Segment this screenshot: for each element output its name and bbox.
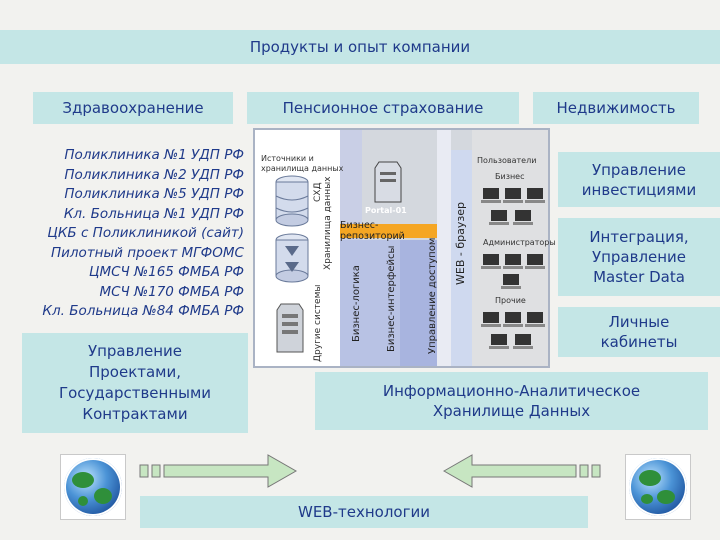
business-repository-bar: Бизнес-репозиторий	[340, 220, 437, 242]
box-line: Государственными	[58, 384, 212, 402]
box-line: Управление	[591, 248, 687, 266]
portal-server-icon	[374, 161, 402, 203]
box-line: Управление	[87, 342, 183, 360]
analytics-warehouse-box: Информационно-Аналитическое Хранилище Да…	[315, 372, 708, 430]
column-label: Бизнес-логика	[351, 265, 362, 342]
list-item: ЦКБ с Поликлиникой (сайт)	[47, 225, 244, 241]
category-pension-insurance: Пенсионное страхование	[247, 92, 519, 124]
globe-icon	[629, 458, 687, 516]
globe-icon-frame	[625, 454, 691, 520]
project-management-box: Управление Проектами, Государственными К…	[22, 333, 248, 433]
box-line: Управление	[591, 160, 687, 179]
column-label: Управление доступом	[427, 237, 438, 354]
label-line: хранилища данных	[261, 164, 344, 173]
user-group-label: Бизнес	[495, 172, 525, 181]
server-icon	[276, 303, 304, 353]
database-icon	[275, 233, 309, 283]
page-title: Продукты и опыт компании	[0, 30, 720, 64]
arrow-right-icon	[139, 454, 298, 488]
web-technologies-box: WEB-технологии	[140, 496, 588, 528]
list-item: Кл. Больница №84 ФМБА РФ	[42, 303, 244, 319]
list-item: Поликлиника №5 УДП РФ	[64, 186, 244, 202]
arrow-left-icon	[442, 454, 601, 488]
column-label: Бизнес-интерфейсы	[386, 245, 397, 352]
column-bg	[400, 240, 437, 366]
globe-icon-frame	[60, 454, 126, 520]
workstations-icon	[481, 254, 545, 289]
workstations-icon	[481, 312, 545, 349]
integration-master-data-box: Интеграция, Управление Master Data	[558, 218, 720, 296]
architecture-diagram: Источники и хранилища данных СХД Хранили…	[253, 128, 556, 368]
box-line: Информационно-Аналитическое	[382, 382, 641, 400]
globe-icon	[64, 458, 122, 516]
database-icon	[275, 175, 309, 227]
sources-vertical-label: Другие системы	[313, 284, 323, 362]
box-line: Хранилище Данных	[432, 402, 591, 420]
list-item: Пилотный проект МГФОМС	[51, 244, 244, 261]
list-item: Поликлиника №2 УДП РФ	[64, 166, 244, 183]
box-line: Интеграция,	[589, 228, 689, 246]
list-item: Кл. Больница №1 УДП РФ	[63, 205, 244, 222]
box-line: инвестициями	[581, 180, 697, 199]
workstations-icon	[481, 188, 545, 225]
list-item: Поликлиника №1 УДП РФ	[64, 147, 244, 163]
column-bg	[437, 130, 451, 366]
users-title: Пользователи	[477, 156, 537, 165]
list-item: МСЧ №170 ФМБА РФ	[99, 283, 244, 300]
box-line: Личные	[608, 313, 670, 331]
portal-label: Portal-01	[365, 206, 407, 215]
healthcare-project-list: Поликлиника №1 УДП РФ Поликлиника №2 УДП…	[22, 146, 244, 322]
box-line: Проектами,	[88, 363, 182, 381]
box-line: кабинеты	[600, 333, 678, 351]
box-line: Контрактами	[82, 405, 188, 423]
category-real-estate: Недвижимость	[533, 92, 699, 124]
sources-vertical-label: Хранилища данных	[323, 176, 333, 270]
column-bg	[340, 240, 400, 366]
sources-label: Источники и хранилища данных	[261, 154, 343, 174]
column-bg	[451, 150, 472, 366]
category-healthcare: Здравоохранение	[33, 92, 233, 124]
box-line: Master Data	[593, 268, 685, 286]
column-label: WEB - браузер	[454, 202, 467, 285]
investment-management-box: Управление инвестициями	[558, 152, 720, 207]
list-item: ЦМСЧ №165 ФМБА РФ	[88, 264, 244, 280]
personal-accounts-box: Личные кабинеты	[558, 307, 720, 357]
sources-vertical-label: СХД	[313, 182, 323, 202]
user-group-label: Администраторы	[483, 238, 556, 247]
label-line: Источники и	[261, 154, 314, 163]
user-group-label: Прочие	[495, 296, 526, 305]
